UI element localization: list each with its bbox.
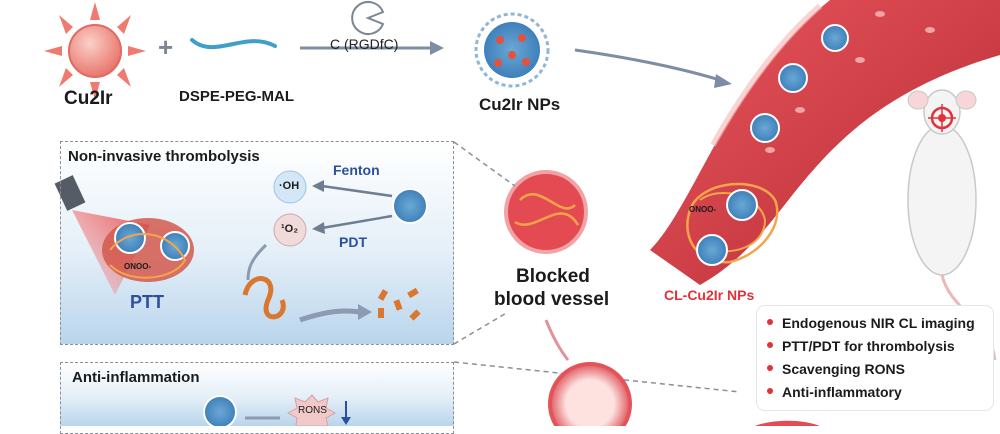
rons-burst-icon <box>286 394 337 426</box>
cl-nps-label: CL-Cu2Ir NPs <box>664 287 755 303</box>
ros-circles <box>273 170 307 247</box>
fibrin-fiber <box>242 276 286 320</box>
connector-dash-1 <box>453 141 516 187</box>
clot-with-nps <box>102 218 194 282</box>
down-arrow-icon <box>341 401 351 425</box>
onoo-vessel-label: ONOO- <box>689 205 717 214</box>
clear-vessel-icon <box>548 362 632 426</box>
rons-label: RONS <box>298 405 327 416</box>
hydroxyl-label: ·OH <box>279 180 300 192</box>
feature-item: PTT/PDT for thrombolysis <box>767 335 993 358</box>
inflammation-title: Anti-inflammation <box>72 369 200 386</box>
ros-to-fiber-arrow <box>246 243 268 281</box>
vessel-nanoparticles <box>750 24 849 143</box>
panel-np-icon <box>392 188 428 224</box>
dspe-peg-mal-strand <box>190 38 277 50</box>
vessel-clot <box>686 182 779 266</box>
bullet-icon <box>767 388 773 395</box>
onoo-panel-label: ONOO- <box>124 262 152 271</box>
singlet-oxygen-label: ¹O₂ <box>281 223 299 235</box>
fenton-label: Fenton <box>333 162 380 178</box>
bullet-icon <box>767 365 773 372</box>
nps-label: Cu2Ir NPs <box>479 95 561 114</box>
np-to-vessel-arrow <box>574 48 721 82</box>
cu2ir-label: Cu2Ir <box>64 88 113 109</box>
thrombolysis-panel <box>60 141 454 345</box>
fenton-arrow <box>321 184 393 198</box>
fibrin-fragments <box>377 287 421 321</box>
feature-item: Anti-inflammatory <box>767 381 993 404</box>
feature-item: Endogenous NIR CL imaging <box>767 312 993 335</box>
cu2ir-core-icon <box>44 2 146 100</box>
pdt-label: PDT <box>339 234 367 250</box>
bullet-icon <box>767 319 773 326</box>
feature-item: Scavenging RONS <box>767 358 993 381</box>
thrombolysis-title: Non-invasive thrombolysis <box>68 148 260 165</box>
features-list: Endogenous NIR CL imaging PTT/PDT for th… <box>757 306 993 404</box>
ptt-label: PTT <box>130 292 164 312</box>
blocked-vessel-label-line1: Blocked <box>516 266 590 287</box>
cu2ir-np-icon <box>474 12 550 88</box>
bullet-icon <box>767 342 773 349</box>
blocked-vessel-label-line2: blood vessel <box>494 289 610 310</box>
partial-icon-bottom-right <box>755 420 820 426</box>
blocked-vessel-icon <box>504 170 588 254</box>
inflammation-np-icon <box>203 395 237 426</box>
peptide-label: C (RGDfC) <box>330 36 399 52</box>
connector-dash-3 <box>453 361 741 393</box>
pdt-arrow <box>321 214 393 230</box>
lysis-arrow <box>299 308 361 323</box>
plus-sign: + <box>158 32 173 62</box>
mouse-icon <box>907 89 997 361</box>
connector-dash-2 <box>453 311 509 345</box>
dspe-peg-mal-label: DSPE-PEG-MAL <box>179 88 295 105</box>
rgdfc-peptide-icon <box>351 1 385 35</box>
inflammation-panel-bg <box>60 362 454 426</box>
features-legend: Endogenous NIR CL imaging PTT/PDT for th… <box>757 306 993 410</box>
blocked-to-clear-arrow <box>544 319 570 361</box>
